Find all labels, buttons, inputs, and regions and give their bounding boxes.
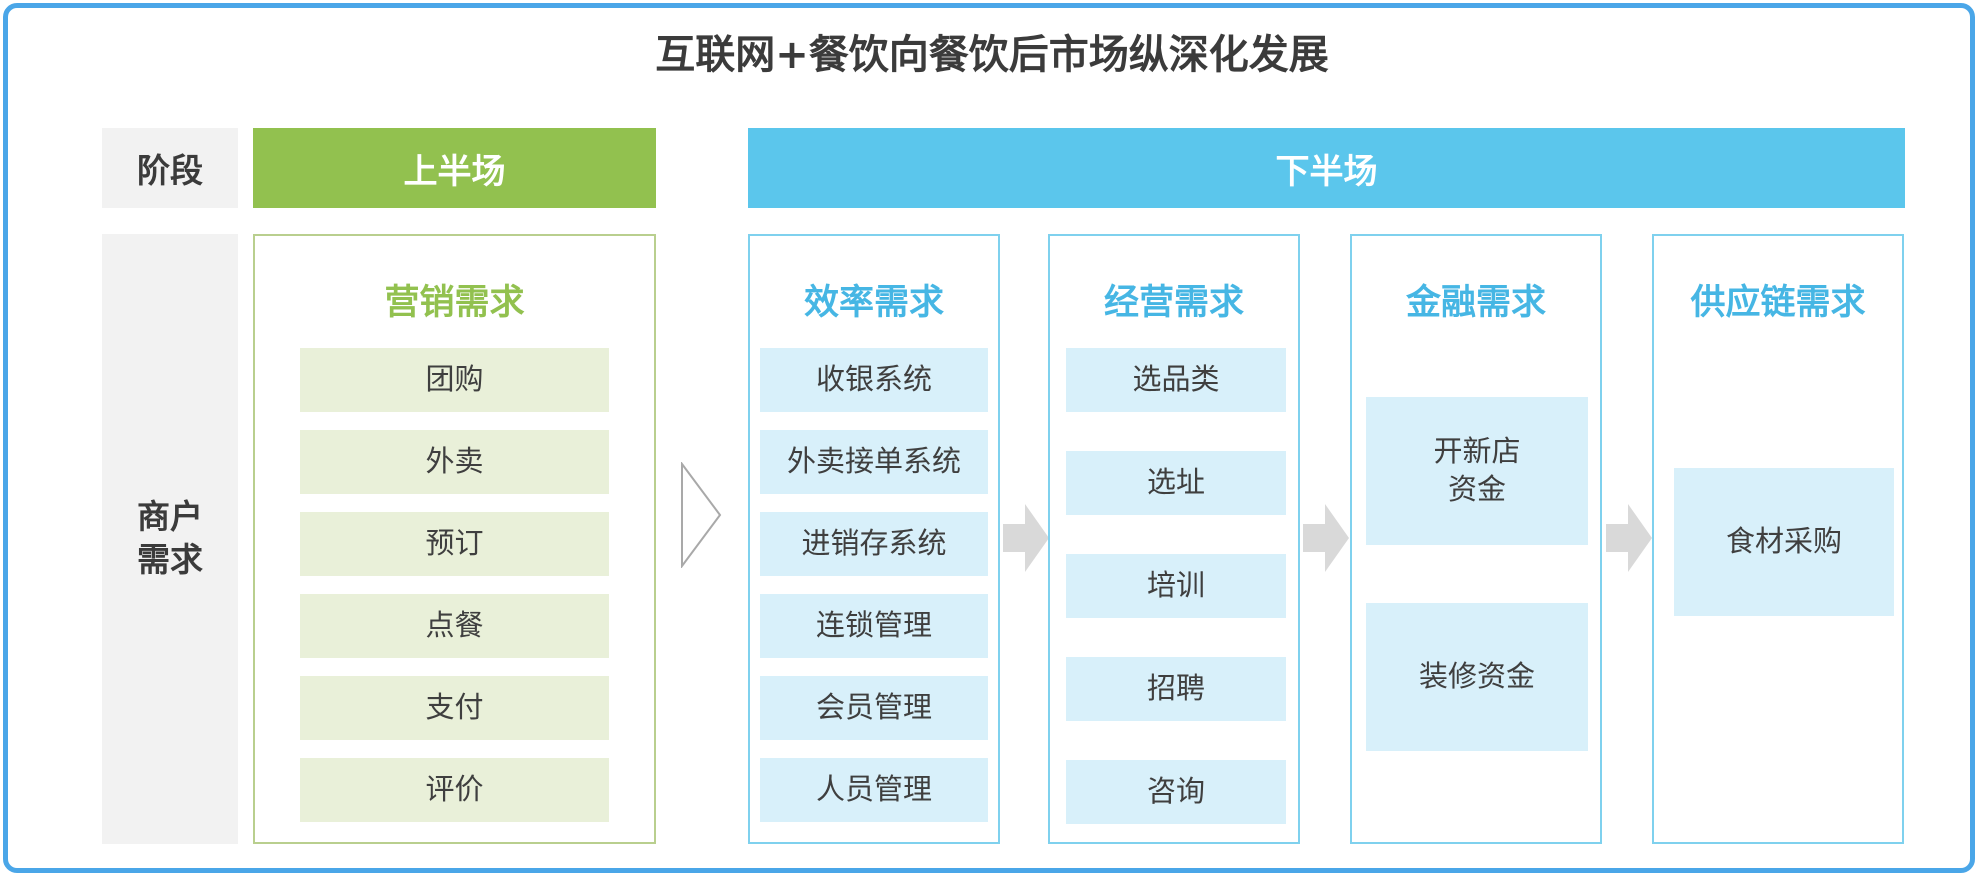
panel-operations: 经营需求 选品类 选址 培训 招聘 咨询 [1048,234,1300,844]
panel-title: 金融需求 [1405,283,1546,323]
stage-label-text: 阶段 [137,151,203,190]
list-item: 人员管理 [760,758,988,822]
lower-half-header-text: 下半场 [1275,151,1378,192]
panel-title: 营销需求 [384,283,525,323]
flow-arrow-icon [1303,504,1349,572]
panel-marketing: 营销需求 团购 外卖 预订 点餐 支付 评价 [253,234,656,844]
list-item: 开新店 资金 [1366,397,1588,545]
list-item: 培训 [1066,554,1286,618]
list-item: 咨询 [1066,760,1286,824]
list-item: 外卖 [300,430,609,494]
list-item: 团购 [300,348,609,412]
list-item: 收银系统 [760,348,988,412]
list-item: 招聘 [1066,657,1286,721]
lower-half-header: 下半场 [748,128,1905,208]
list-item: 预订 [300,512,609,576]
panel-supply-chain: 供应链需求 食材采购 [1652,234,1904,844]
panel-finance: 金融需求 开新店 资金 装修资金 [1350,234,1602,844]
outline-arrow-icon [681,462,722,568]
list-item: 评价 [300,758,609,822]
stage-label: 阶段 [102,128,238,208]
list-item: 外卖接单系统 [760,430,988,494]
merchant-needs-label: 商户 需求 [102,234,238,844]
flow-arrow-icon [1606,504,1652,572]
panel-title: 供应链需求 [1690,283,1866,323]
list-item: 装修资金 [1366,603,1588,751]
panel-title: 效率需求 [803,283,944,323]
list-item: 点餐 [300,594,609,658]
panel-title: 经营需求 [1103,283,1244,323]
list-item: 选址 [1066,451,1286,515]
list-item: 食材采购 [1674,468,1894,616]
list-item: 进销存系统 [760,512,988,576]
upper-half-header-text: 上半场 [403,151,506,192]
diagram-title: 互联网+餐饮向餐饮后市场纵深化发展 [655,32,1329,78]
list-item: 会员管理 [760,676,988,740]
upper-half-header: 上半场 [253,128,656,208]
list-item: 连锁管理 [760,594,988,658]
flow-arrow-icon [1003,504,1049,572]
panel-efficiency: 效率需求 收银系统 外卖接单系统 进销存系统 连锁管理 会员管理 人员管理 [748,234,1000,844]
list-item: 支付 [300,676,609,740]
merchant-needs-label-text: 商户 需求 [137,497,203,579]
list-item: 选品类 [1066,348,1286,412]
